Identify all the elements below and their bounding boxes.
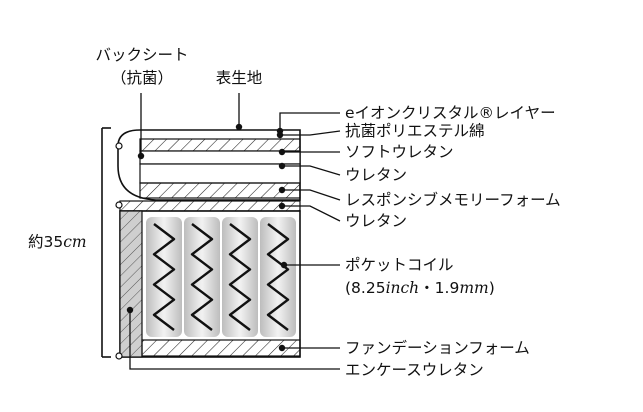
encase-urethane-strip bbox=[119, 210, 143, 358]
label-urethane-1: ウレタン bbox=[345, 166, 407, 184]
spec-open: (8.25 bbox=[345, 279, 386, 297]
leader-dots bbox=[126, 123, 288, 352]
label-memory-foam: レスポンシブメモリーフォーム bbox=[345, 190, 561, 209]
spec-close: ) bbox=[489, 279, 495, 297]
coil-spring-1 bbox=[152, 223, 176, 331]
label-back-sheet-sub: （抗菌） bbox=[111, 69, 173, 87]
label-pocket-coil-spec: (8.25inch・1.9mm) bbox=[345, 279, 495, 297]
label-foundation-foam: ファンデーションフォーム bbox=[345, 338, 530, 357]
label-urethane-2: ウレタン bbox=[345, 212, 407, 230]
spec-mm-unit: mm bbox=[459, 279, 488, 297]
height-bracket bbox=[101, 127, 111, 358]
height-unit: cm bbox=[63, 233, 86, 251]
urethane-layer-1 bbox=[139, 163, 301, 184]
coil-spring-3 bbox=[228, 223, 252, 331]
label-antibacterial-poly: 抗菌ポリエステル綿 bbox=[345, 122, 485, 140]
coil-spring-2 bbox=[190, 223, 214, 331]
spec-mid: ・1.9 bbox=[419, 279, 459, 297]
label-e-ion-layer: eイオンクリスタル®レイヤー bbox=[345, 104, 556, 122]
label-height: 約35cm bbox=[28, 233, 87, 251]
height-number: 約35 bbox=[28, 233, 63, 251]
pocket-coils bbox=[146, 217, 296, 337]
label-back-sheet: バックシート bbox=[95, 46, 188, 64]
label-soft-urethane: ソフトウレタン bbox=[345, 143, 454, 161]
coil-spring-4 bbox=[266, 223, 290, 331]
corner-markers bbox=[115, 142, 123, 360]
label-pocket-coil: ポケットコイル bbox=[345, 256, 454, 274]
leader-lines bbox=[129, 93, 341, 370]
soft-urethane-layer bbox=[139, 150, 301, 165]
urethane-layer-2 bbox=[119, 200, 301, 212]
label-encase-urethane: エンケースウレタン bbox=[345, 361, 484, 379]
spec-inch-unit: inch bbox=[386, 279, 420, 297]
memory-foam-layer bbox=[139, 182, 301, 199]
antibacterial-poly-layer bbox=[139, 138, 301, 152]
label-top-fabric: 表生地 bbox=[216, 69, 263, 87]
foundation-foam-layer bbox=[141, 339, 301, 357]
